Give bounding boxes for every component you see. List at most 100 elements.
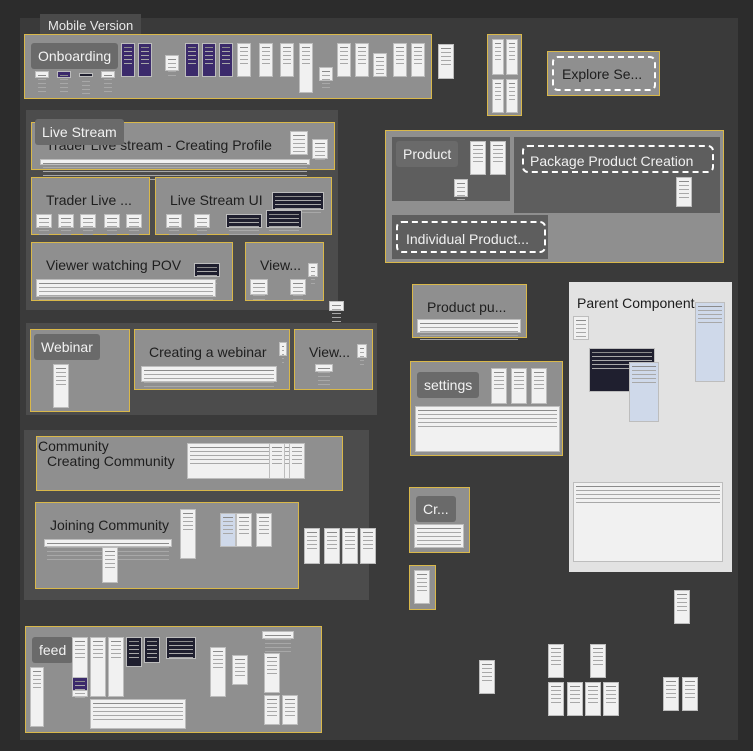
screen-thumbnail[interactable] — [357, 344, 367, 358]
screen-thumbnail[interactable] — [138, 43, 152, 77]
screen-thumbnail[interactable] — [180, 509, 196, 559]
screen-thumbnail[interactable] — [304, 528, 320, 564]
screen-thumbnail[interactable] — [250, 279, 268, 295]
screen-thumbnail[interactable] — [236, 513, 252, 547]
section-parent-component[interactable]: Parent Component — [569, 282, 732, 572]
section-view-live[interactable]: View... — [245, 242, 324, 301]
screen-thumbnail[interactable] — [101, 71, 115, 78]
screen-thumbnail[interactable] — [264, 653, 280, 693]
screen-thumbnail[interactable] — [279, 342, 287, 356]
screen-thumbnail[interactable] — [573, 316, 589, 340]
screen-thumbnail[interactable] — [90, 637, 106, 697]
section-settings[interactable]: settings — [410, 361, 563, 456]
screen-thumbnail[interactable] — [210, 647, 226, 697]
section-viewer-watching-pov[interactable]: Viewer watching POV — [31, 242, 233, 301]
section-live-stream-ui[interactable]: Live Stream UI — [155, 177, 332, 235]
screen-thumbnail[interactable] — [355, 43, 369, 77]
screen-thumbnail[interactable] — [573, 482, 723, 562]
section-unnamed[interactable] — [487, 34, 522, 116]
screen-thumbnail[interactable] — [479, 660, 495, 694]
screen-thumbnail[interactable] — [319, 67, 333, 81]
screen-thumbnail[interactable] — [360, 528, 376, 564]
component-set[interactable] — [396, 221, 546, 253]
screen-thumbnail[interactable] — [141, 366, 277, 382]
screen-thumbnail[interactable] — [102, 547, 118, 583]
section-onboarding[interactable]: Onboarding — [24, 34, 432, 99]
screen-thumbnail[interactable] — [414, 524, 464, 548]
screen-thumbnail[interactable] — [259, 43, 273, 77]
screen-thumbnail[interactable] — [373, 53, 387, 77]
screen-thumbnail[interactable] — [237, 43, 251, 77]
screen-thumbnail[interactable] — [491, 368, 507, 404]
screen-thumbnail[interactable] — [490, 141, 506, 175]
screen-thumbnail[interactable] — [511, 368, 527, 404]
screen-thumbnail[interactable] — [185, 43, 199, 77]
screen-thumbnail[interactable] — [329, 301, 344, 311]
screen-thumbnail[interactable] — [90, 699, 186, 729]
screen-thumbnail[interactable] — [590, 644, 606, 678]
screen-thumbnail[interactable] — [220, 513, 236, 547]
screen-thumbnail[interactable] — [324, 528, 340, 564]
screen-thumbnail[interactable] — [492, 39, 504, 75]
section-creating-webinar[interactable]: Creating a webinar — [134, 329, 290, 390]
screen-thumbnail[interactable] — [121, 43, 135, 77]
section-product[interactable]: Product Package Product Creation Individ… — [385, 130, 724, 263]
screen-thumbnail[interactable] — [629, 362, 659, 422]
component-set[interactable] — [552, 56, 656, 91]
screen-thumbnail[interactable] — [166, 637, 196, 659]
screen-thumbnail[interactable] — [663, 677, 679, 711]
screen-thumbnail[interactable] — [567, 682, 583, 716]
screen-thumbnail[interactable] — [312, 139, 328, 159]
section-cr[interactable]: Cr... — [409, 487, 470, 553]
screen-thumbnail[interactable] — [72, 677, 88, 691]
section-explore[interactable]: Explore Se... — [547, 51, 660, 96]
screen-thumbnail[interactable] — [506, 79, 518, 113]
screen-thumbnail[interactable] — [299, 43, 313, 93]
section-view-webinar[interactable]: View... — [294, 329, 373, 390]
screen-thumbnail[interactable] — [289, 443, 305, 479]
screen-thumbnail[interactable] — [36, 214, 52, 228]
screen-thumbnail[interactable] — [470, 141, 486, 175]
screen-thumbnail[interactable] — [272, 192, 324, 210]
screen-thumbnail[interactable] — [290, 131, 308, 155]
screen-thumbnail[interactable] — [417, 319, 521, 333]
section-trader-live-stream-creating-profile[interactable]: Trader Live stream - Creating Profile — [31, 122, 335, 170]
screen-thumbnail[interactable] — [256, 513, 272, 547]
screen-thumbnail[interactable] — [126, 637, 142, 667]
screen-thumbnail[interactable] — [531, 368, 547, 404]
screen-thumbnail[interactable] — [44, 539, 172, 547]
screen-thumbnail[interactable] — [308, 263, 318, 277]
screen-thumbnail[interactable] — [57, 71, 71, 78]
screen-thumbnail[interactable] — [126, 214, 142, 228]
section-feed[interactable]: feed — [25, 626, 322, 733]
screen-thumbnail[interactable] — [166, 214, 182, 228]
screen-thumbnail[interactable] — [232, 655, 248, 685]
screen-thumbnail[interactable] — [30, 667, 44, 727]
screen-thumbnail[interactable] — [682, 677, 698, 711]
screen-thumbnail[interactable] — [226, 214, 262, 228]
screen-thumbnail[interactable] — [411, 43, 425, 77]
screen-thumbnail[interactable] — [144, 637, 160, 663]
screen-thumbnail[interactable] — [506, 39, 518, 75]
screen-thumbnail[interactable] — [280, 43, 294, 77]
screen-thumbnail[interactable] — [194, 263, 220, 277]
screen-thumbnail[interactable] — [269, 443, 285, 479]
screen-thumbnail[interactable] — [104, 214, 120, 228]
screen-thumbnail[interactable] — [315, 364, 333, 372]
screen-thumbnail[interactable] — [342, 528, 358, 564]
screen-thumbnail[interactable] — [108, 637, 124, 697]
section-unnamed-small[interactable] — [409, 565, 436, 610]
screen-thumbnail[interactable] — [695, 302, 725, 382]
screen-thumbnail[interactable] — [80, 214, 96, 228]
section-joining-community[interactable]: Joining Community — [35, 502, 299, 589]
screen-thumbnail[interactable] — [676, 177, 692, 207]
screen-thumbnail[interactable] — [492, 79, 504, 113]
section-trader-live[interactable]: Trader Live ... — [31, 177, 150, 235]
screen-thumbnail[interactable] — [202, 43, 216, 77]
screen-thumbnail[interactable] — [415, 406, 560, 452]
screen-thumbnail[interactable] — [454, 179, 468, 197]
screen-thumbnail[interactable] — [548, 644, 564, 678]
screen-thumbnail[interactable] — [585, 682, 601, 716]
screen-thumbnail[interactable] — [393, 43, 407, 77]
